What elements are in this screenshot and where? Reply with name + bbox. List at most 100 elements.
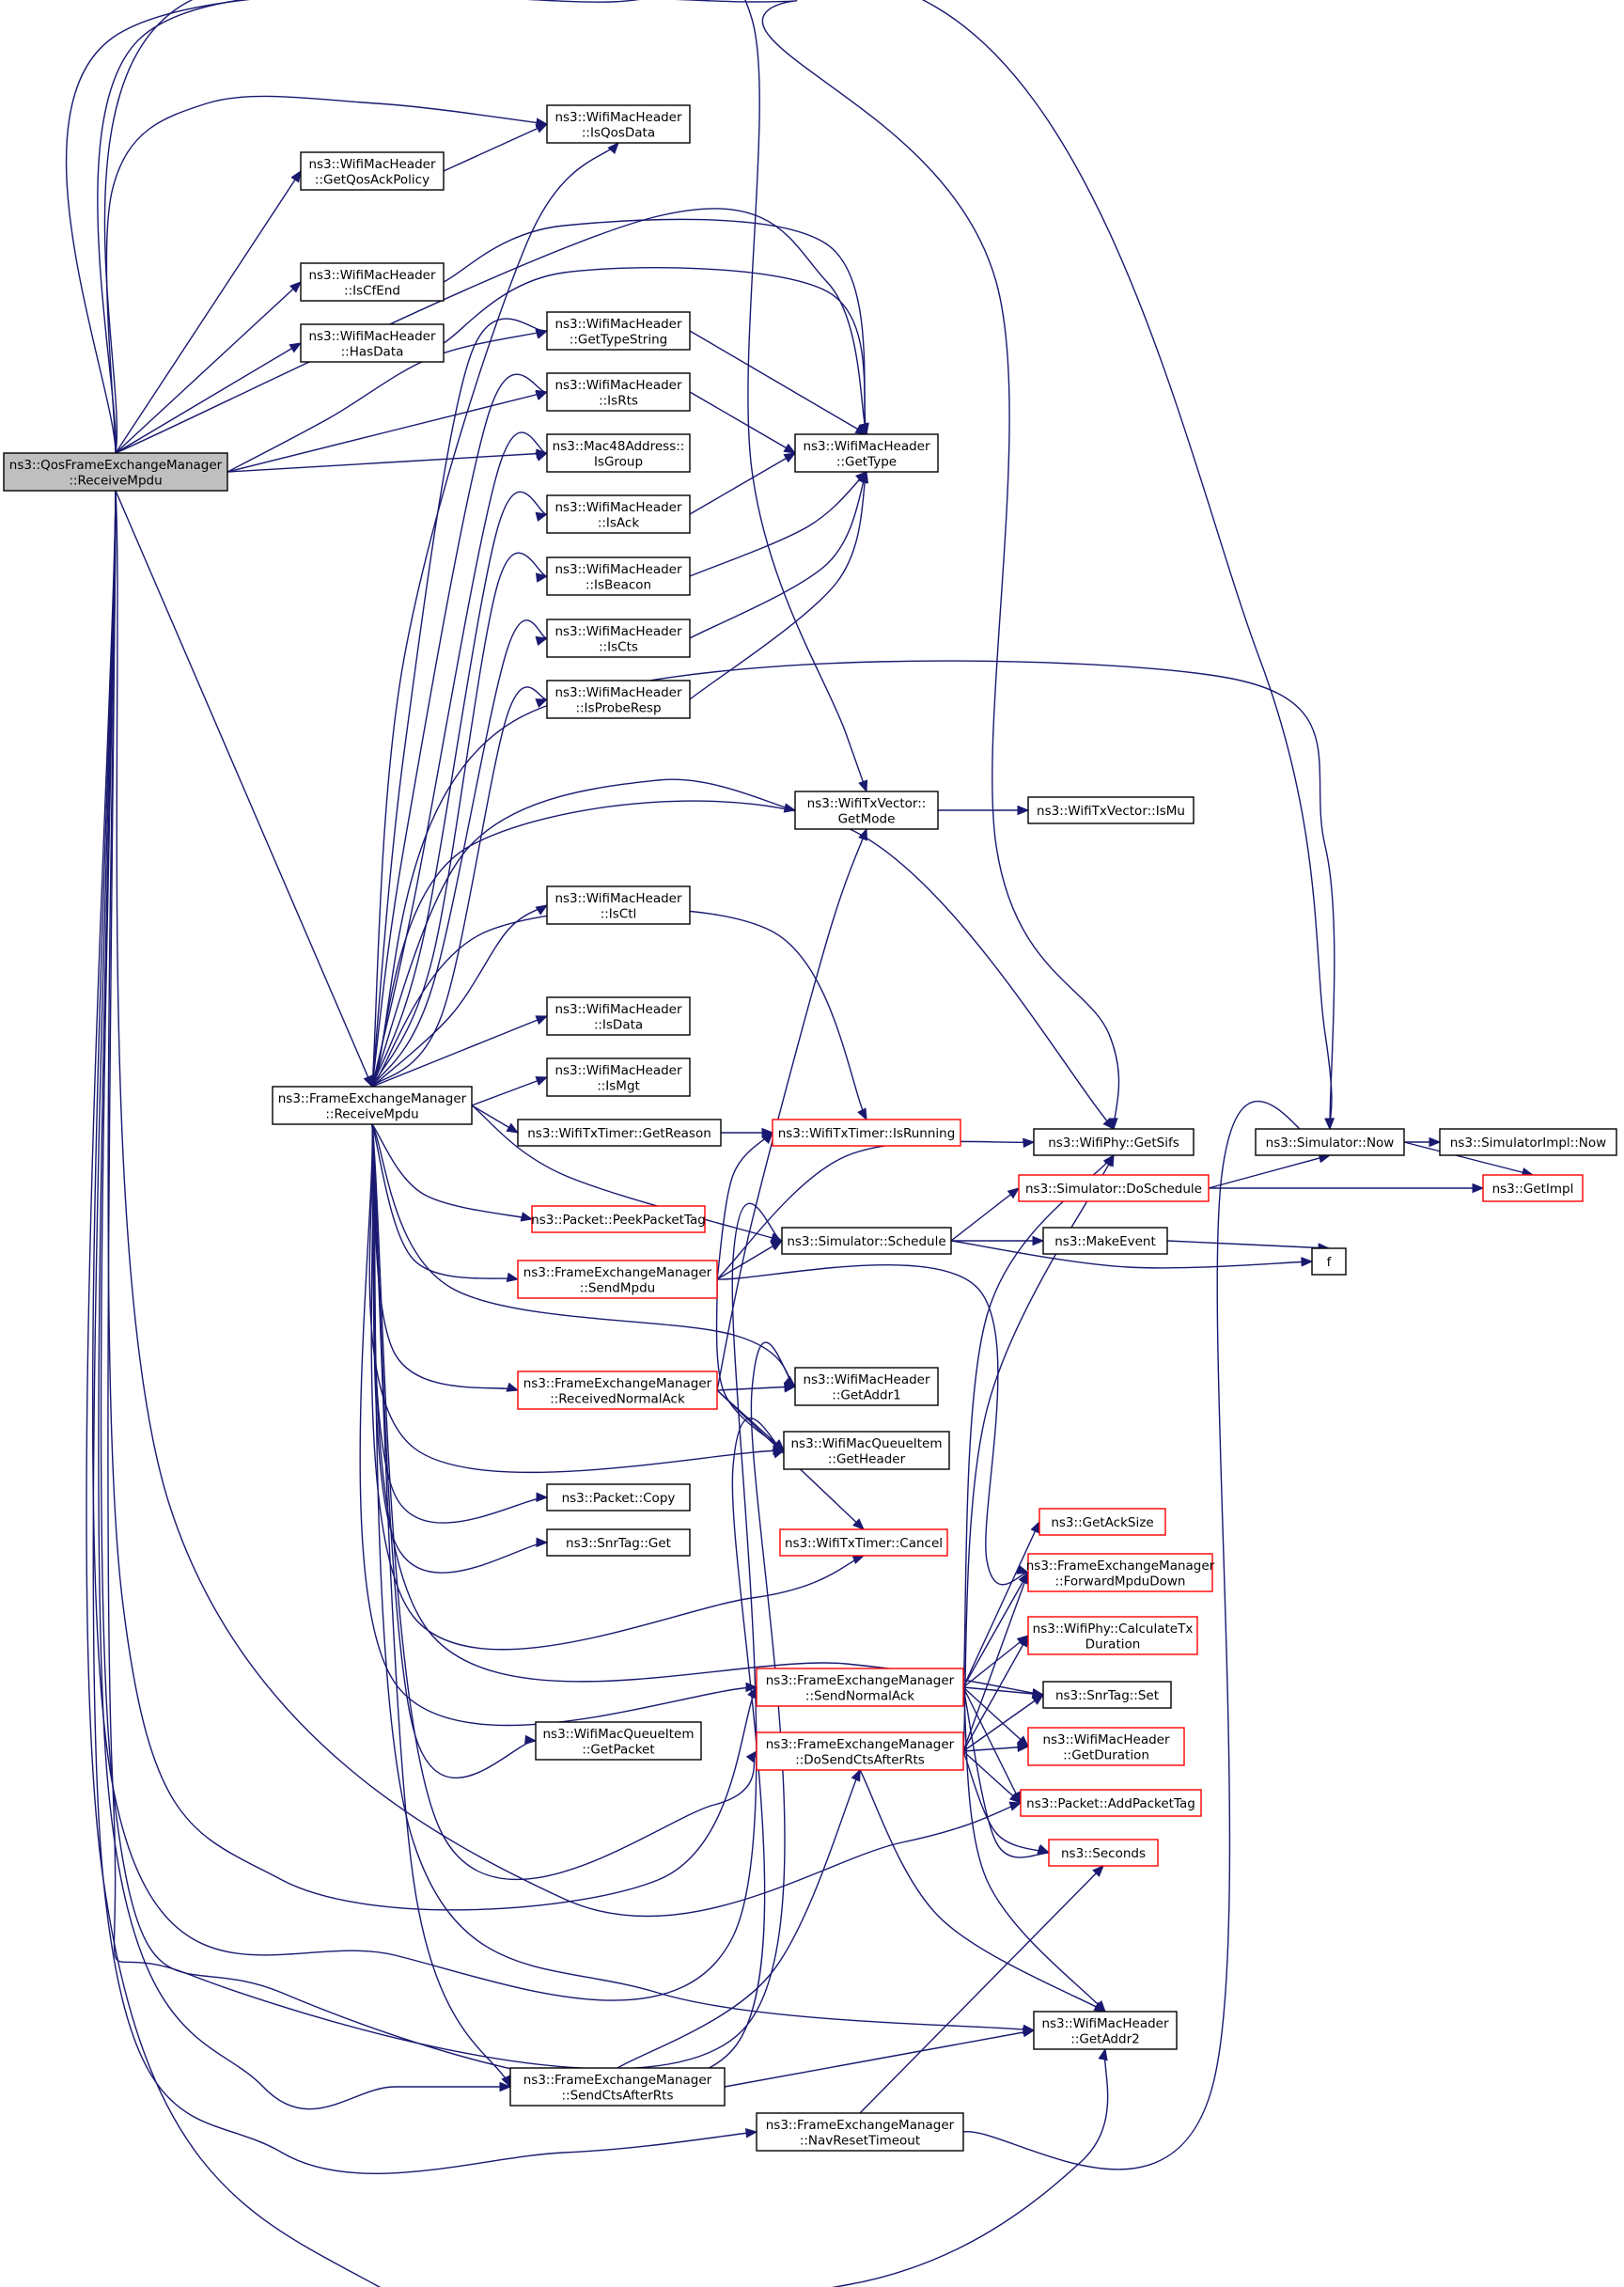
node-is-data[interactable]: ns3::WifiMacHeader::IsData (546, 996, 691, 1036)
node-snr-set[interactable]: ns3::SnrTag::Set (1042, 1681, 1172, 1709)
node-send-normal-ack[interactable]: ns3::FrameExchangeManager::SendNormalAck (756, 1668, 964, 1707)
node-label: ns3::WifiMacHeader (803, 439, 930, 454)
node-now[interactable]: ns3::Simulator::Now (1255, 1128, 1405, 1156)
node-is-ctl[interactable]: ns3::WifiMacHeader::IsCtl (546, 885, 691, 925)
edge-feReceiveMpdu-to-snrGet (371, 1123, 549, 1574)
node-received-normal-ack[interactable]: ns3::FrameExchangeManager::ReceivedNorma… (517, 1371, 718, 1410)
node-label: ns3::WifiMacHeader (554, 1063, 682, 1078)
node-f[interactable]: f (1311, 1247, 1347, 1276)
node-get-impl[interactable]: ns3::GetImpl (1482, 1174, 1584, 1202)
edge-isRts-to-getType (689, 391, 797, 454)
node-is-cts[interactable]: ns3::WifiMacHeader::IsCts (546, 619, 691, 658)
node-get-header[interactable]: ns3::WifiMacQueueItem::GetHeader (783, 1431, 950, 1470)
edge-isCts-to-getType (689, 470, 867, 639)
edge-sendMpdu-to-schedule (716, 1240, 784, 1280)
node-get-type[interactable]: ns3::WifiMacHeader::GetType (794, 433, 939, 473)
edge-root-to-isRts (226, 389, 549, 473)
edge-feReceiveMpdu-to-isProbeResp (371, 686, 549, 1088)
node-get-packet[interactable]: ns3::WifiMacQueueItem::GetPacket (535, 1721, 702, 1761)
node-root[interactable]: ns3::QosFrameExchangeManager::ReceiveMpd… (3, 452, 228, 492)
node-add-packet-tag[interactable]: ns3::Packet::AddPacketTag (1020, 1789, 1202, 1817)
node-is-cf-end[interactable]: ns3::WifiMacHeader::IsCfEnd (300, 262, 445, 302)
node-label: ns3::WifiMacQueueItem (790, 1436, 942, 1451)
node-is-ack[interactable]: ns3::WifiMacHeader::IsAck (546, 494, 691, 534)
node-is-beacon[interactable]: ns3::WifiMacHeader::IsBeacon (546, 556, 691, 596)
node-label: ns3::FrameExchangeManager (523, 1265, 712, 1280)
node-is-rts[interactable]: ns3::WifiMacHeader::IsRts (546, 372, 691, 412)
edge-feReceiveMpdu-to-isData (371, 1015, 549, 1088)
edge-sendMpdu-to-forwardMpduDown (716, 1263, 1030, 1586)
node-box (1255, 1128, 1405, 1156)
edge-feReceiveMpdu-to-snrSet (371, 1123, 1045, 1699)
node-make-event[interactable]: ns3::MakeEvent (1042, 1227, 1168, 1255)
node-label: ns3::FrameExchangeManager (766, 1673, 955, 1688)
node-box (1018, 1174, 1210, 1202)
node-label: ::GetHeader (828, 1451, 906, 1466)
node-fe-receive-mpdu[interactable]: ns3::FrameExchangeManager::ReceiveMpdu (272, 1086, 473, 1125)
node-label: ::ForwardMpduDown (1055, 1574, 1186, 1589)
edge-feReceiveMpdu-to-sendNormalAck (359, 1123, 758, 1727)
node-send-mpdu[interactable]: ns3::FrameExchangeManager::SendMpdu (517, 1260, 718, 1299)
node-do-schedule[interactable]: ns3::Simulator::DoSchedule (1018, 1174, 1210, 1202)
node-label: ns3::GetAckSize (1051, 1515, 1153, 1530)
node-get-type-string[interactable]: ns3::WifiMacHeader::GetTypeString (546, 311, 691, 351)
node-get-reason[interactable]: ns3::WifiTxTimer::GetReason (517, 1119, 722, 1147)
edge-isAck-to-getType (689, 452, 797, 515)
node-get-addr2[interactable]: ns3::WifiMacHeader::GetAddr2 (1033, 2011, 1178, 2050)
node-peek-packet-tag[interactable]: ns3::Packet::PeekPacketTag (531, 1205, 706, 1233)
node-impl-now[interactable]: ns3::SimulatorImpl::Now (1439, 1128, 1617, 1156)
node-label: ::IsCts (599, 639, 638, 654)
node-get-duration[interactable]: ns3::WifiMacHeader::GetDuration (1027, 1727, 1185, 1766)
node-label: ::GetTypeString (570, 332, 667, 347)
node-box (546, 372, 691, 412)
edge-root-to-addPacketTag (115, 490, 1023, 1918)
node-box (300, 262, 445, 302)
node-label: ::GetType (836, 454, 897, 469)
node-get-sifs[interactable]: ns3::WifiPhy::GetSifs (1033, 1128, 1195, 1156)
node-box (300, 151, 445, 191)
node-box (535, 1721, 702, 1761)
node-box (517, 1260, 718, 1299)
node-label: ns3::WifiMacHeader (308, 329, 436, 344)
node-seconds[interactable]: ns3::Seconds (1048, 1839, 1159, 1867)
node-schedule[interactable]: ns3::Simulator::Schedule (781, 1227, 952, 1255)
edge-doSendCtsAfterRts-to-getDuration (962, 1742, 1030, 1753)
node-send-cts-after-rts[interactable]: ns3::FrameExchangeManager::SendCtsAfterR… (509, 2067, 726, 2107)
node-box (1033, 2011, 1178, 2050)
node-label: ::IsMgt (597, 1078, 640, 1093)
edge-sendMpdu-to-getSifs (716, 1137, 1036, 1280)
node-get-addr1[interactable]: ns3::WifiMacHeader::GetAddr1 (794, 1367, 939, 1406)
node-label: ns3::GetImpl (1492, 1182, 1574, 1197)
node-is-mgt[interactable]: ns3::WifiMacHeader::IsMgt (546, 1057, 691, 1097)
node-copy[interactable]: ns3::Packet::Copy (546, 1483, 691, 1512)
node-label: ::HasData (341, 344, 404, 359)
call-graph-edges (65, 0, 1535, 2287)
node-get-mode[interactable]: ns3::WifiTxVector::GetMode (794, 791, 939, 830)
node-nav-reset-timeout[interactable]: ns3::FrameExchangeManager::NavResetTimeo… (756, 2112, 964, 2152)
node-is-mu[interactable]: ns3::WifiTxVector::IsMu (1027, 796, 1195, 824)
node-label: ns3::WifiTxTimer::IsRunning (778, 1126, 956, 1141)
edge-feReceiveMpdu-to-isMgt (471, 1076, 549, 1106)
node-forward-mpdu-down[interactable]: ns3::FrameExchangeManager::ForwardMpduDo… (1026, 1553, 1215, 1592)
node-snr-get[interactable]: ns3::SnrTag::Get (546, 1528, 691, 1557)
edge-sendMpdu-to-getHeader (715, 1278, 785, 1451)
node-has-data[interactable]: ns3::WifiMacHeader::HasData (300, 323, 445, 363)
node-label: ::GetAddr2 (1070, 2031, 1139, 2046)
edge-sendMpdu-to-isRunning (716, 1132, 773, 1280)
node-is-running[interactable]: ns3::WifiTxTimer::IsRunning (772, 1119, 961, 1147)
node-is-group[interactable]: ns3::Mac48Address::IsGroup (546, 433, 691, 473)
node-cancel[interactable]: ns3::WifiTxTimer::Cancel (779, 1528, 948, 1557)
node-is-probe-resp[interactable]: ns3::WifiMacHeader::IsProbeResp (546, 680, 691, 719)
node-is-qos-data[interactable]: ns3::WifiMacHeader::IsQosData (546, 104, 691, 144)
edge-getTypeString-to-getType (689, 330, 868, 435)
node-label: ns3::QosFrameExchangeManager (9, 458, 223, 473)
edge-root-to-sendCtsAfterRts (98, 490, 512, 2110)
node-get-ack-size[interactable]: ns3::GetAckSize (1038, 1508, 1166, 1536)
node-label: ::IsProbeResp (575, 700, 661, 715)
node-get-qos-ack-policy[interactable]: ns3::WifiMacHeader::GetQosAckPolicy (300, 151, 445, 191)
node-do-send-cts-after-rts[interactable]: ns3::FrameExchangeManager::DoSendCtsAfte… (756, 1731, 964, 1771)
node-label: ::GetQosAckPolicy (315, 172, 429, 187)
node-box (272, 1086, 473, 1125)
node-box (1027, 1553, 1213, 1592)
